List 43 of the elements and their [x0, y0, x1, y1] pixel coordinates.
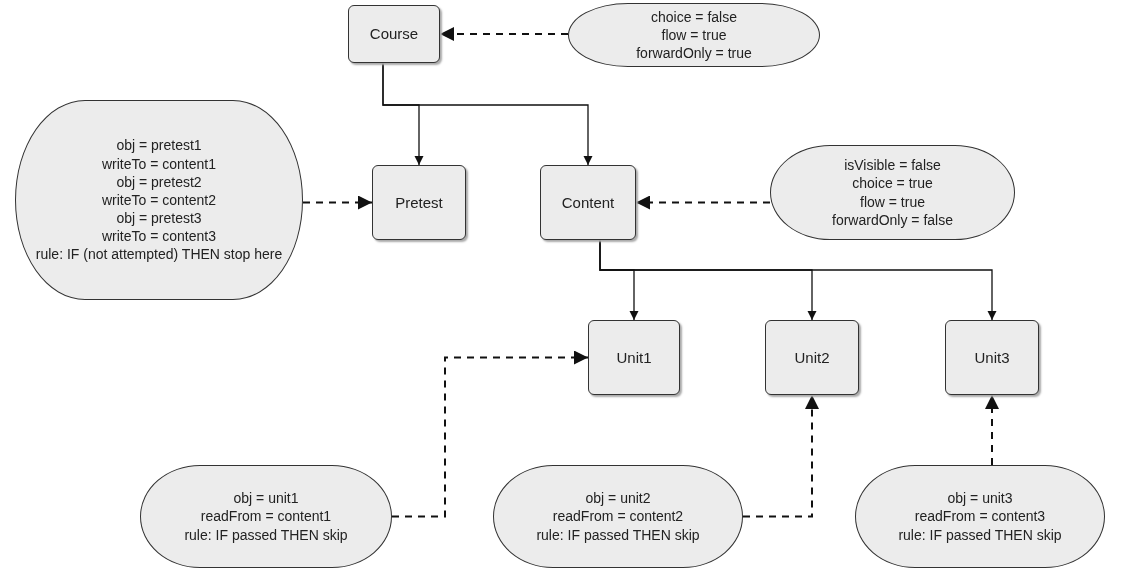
connector-arrow	[985, 394, 999, 466]
note-text: choice = false	[651, 7, 737, 26]
note-text: forwardOnly = true	[636, 44, 752, 63]
note-text: readFrom = content1	[200, 507, 332, 526]
connector-arrow	[599, 239, 997, 321]
note-text: rule: IF (not attempted) THEN stop here	[35, 245, 283, 264]
note-text: obj = pretest1	[116, 136, 202, 155]
connector-arrow	[391, 350, 589, 518]
note-text: writeTo = content1	[102, 154, 216, 173]
connector-arrow	[439, 27, 569, 41]
note-text: choice = true	[852, 174, 933, 193]
note-text: rule: IF passed THEN skip	[898, 525, 1062, 544]
note-text: rule: IF passed THEN skip	[184, 525, 348, 544]
note-text: obj = pretest2	[116, 172, 202, 191]
connector-arrow	[302, 195, 373, 210]
note-text: writeTo = content2	[102, 190, 216, 210]
note-text: flow = true	[860, 192, 925, 211]
note-text: obj = unit1	[233, 489, 299, 508]
process-box	[348, 5, 440, 63]
process-box	[540, 165, 636, 240]
process-box	[765, 320, 859, 395]
node-label: Unit2	[794, 347, 830, 368]
note-text: obj = pretest3	[116, 209, 202, 228]
node-label: Unit1	[616, 347, 652, 368]
connector-arrow	[635, 195, 771, 210]
process-box	[945, 320, 1039, 395]
connector-arrow	[742, 394, 819, 518]
connector-arrow	[382, 62, 593, 166]
node-label: Course	[369, 24, 419, 44]
note-text: obj = unit3	[947, 489, 1013, 508]
note-text: rule: IF passed THEN skip	[536, 525, 700, 544]
note-text: flow = true	[661, 25, 727, 45]
note-text: readFrom = content2	[552, 507, 684, 526]
note-text: writeTo = content3	[102, 227, 216, 246]
note-text: forwardOnly = false	[832, 210, 953, 229]
process-box	[372, 165, 466, 240]
node-label: Unit3	[974, 347, 1010, 368]
node-label: Content	[561, 192, 615, 213]
note-text: obj = unit2	[585, 489, 651, 508]
node-label: Pretest	[395, 192, 443, 213]
note-text: isVisible = false	[844, 156, 941, 175]
process-box	[588, 320, 680, 395]
note-text: readFrom = content3	[914, 507, 1046, 526]
